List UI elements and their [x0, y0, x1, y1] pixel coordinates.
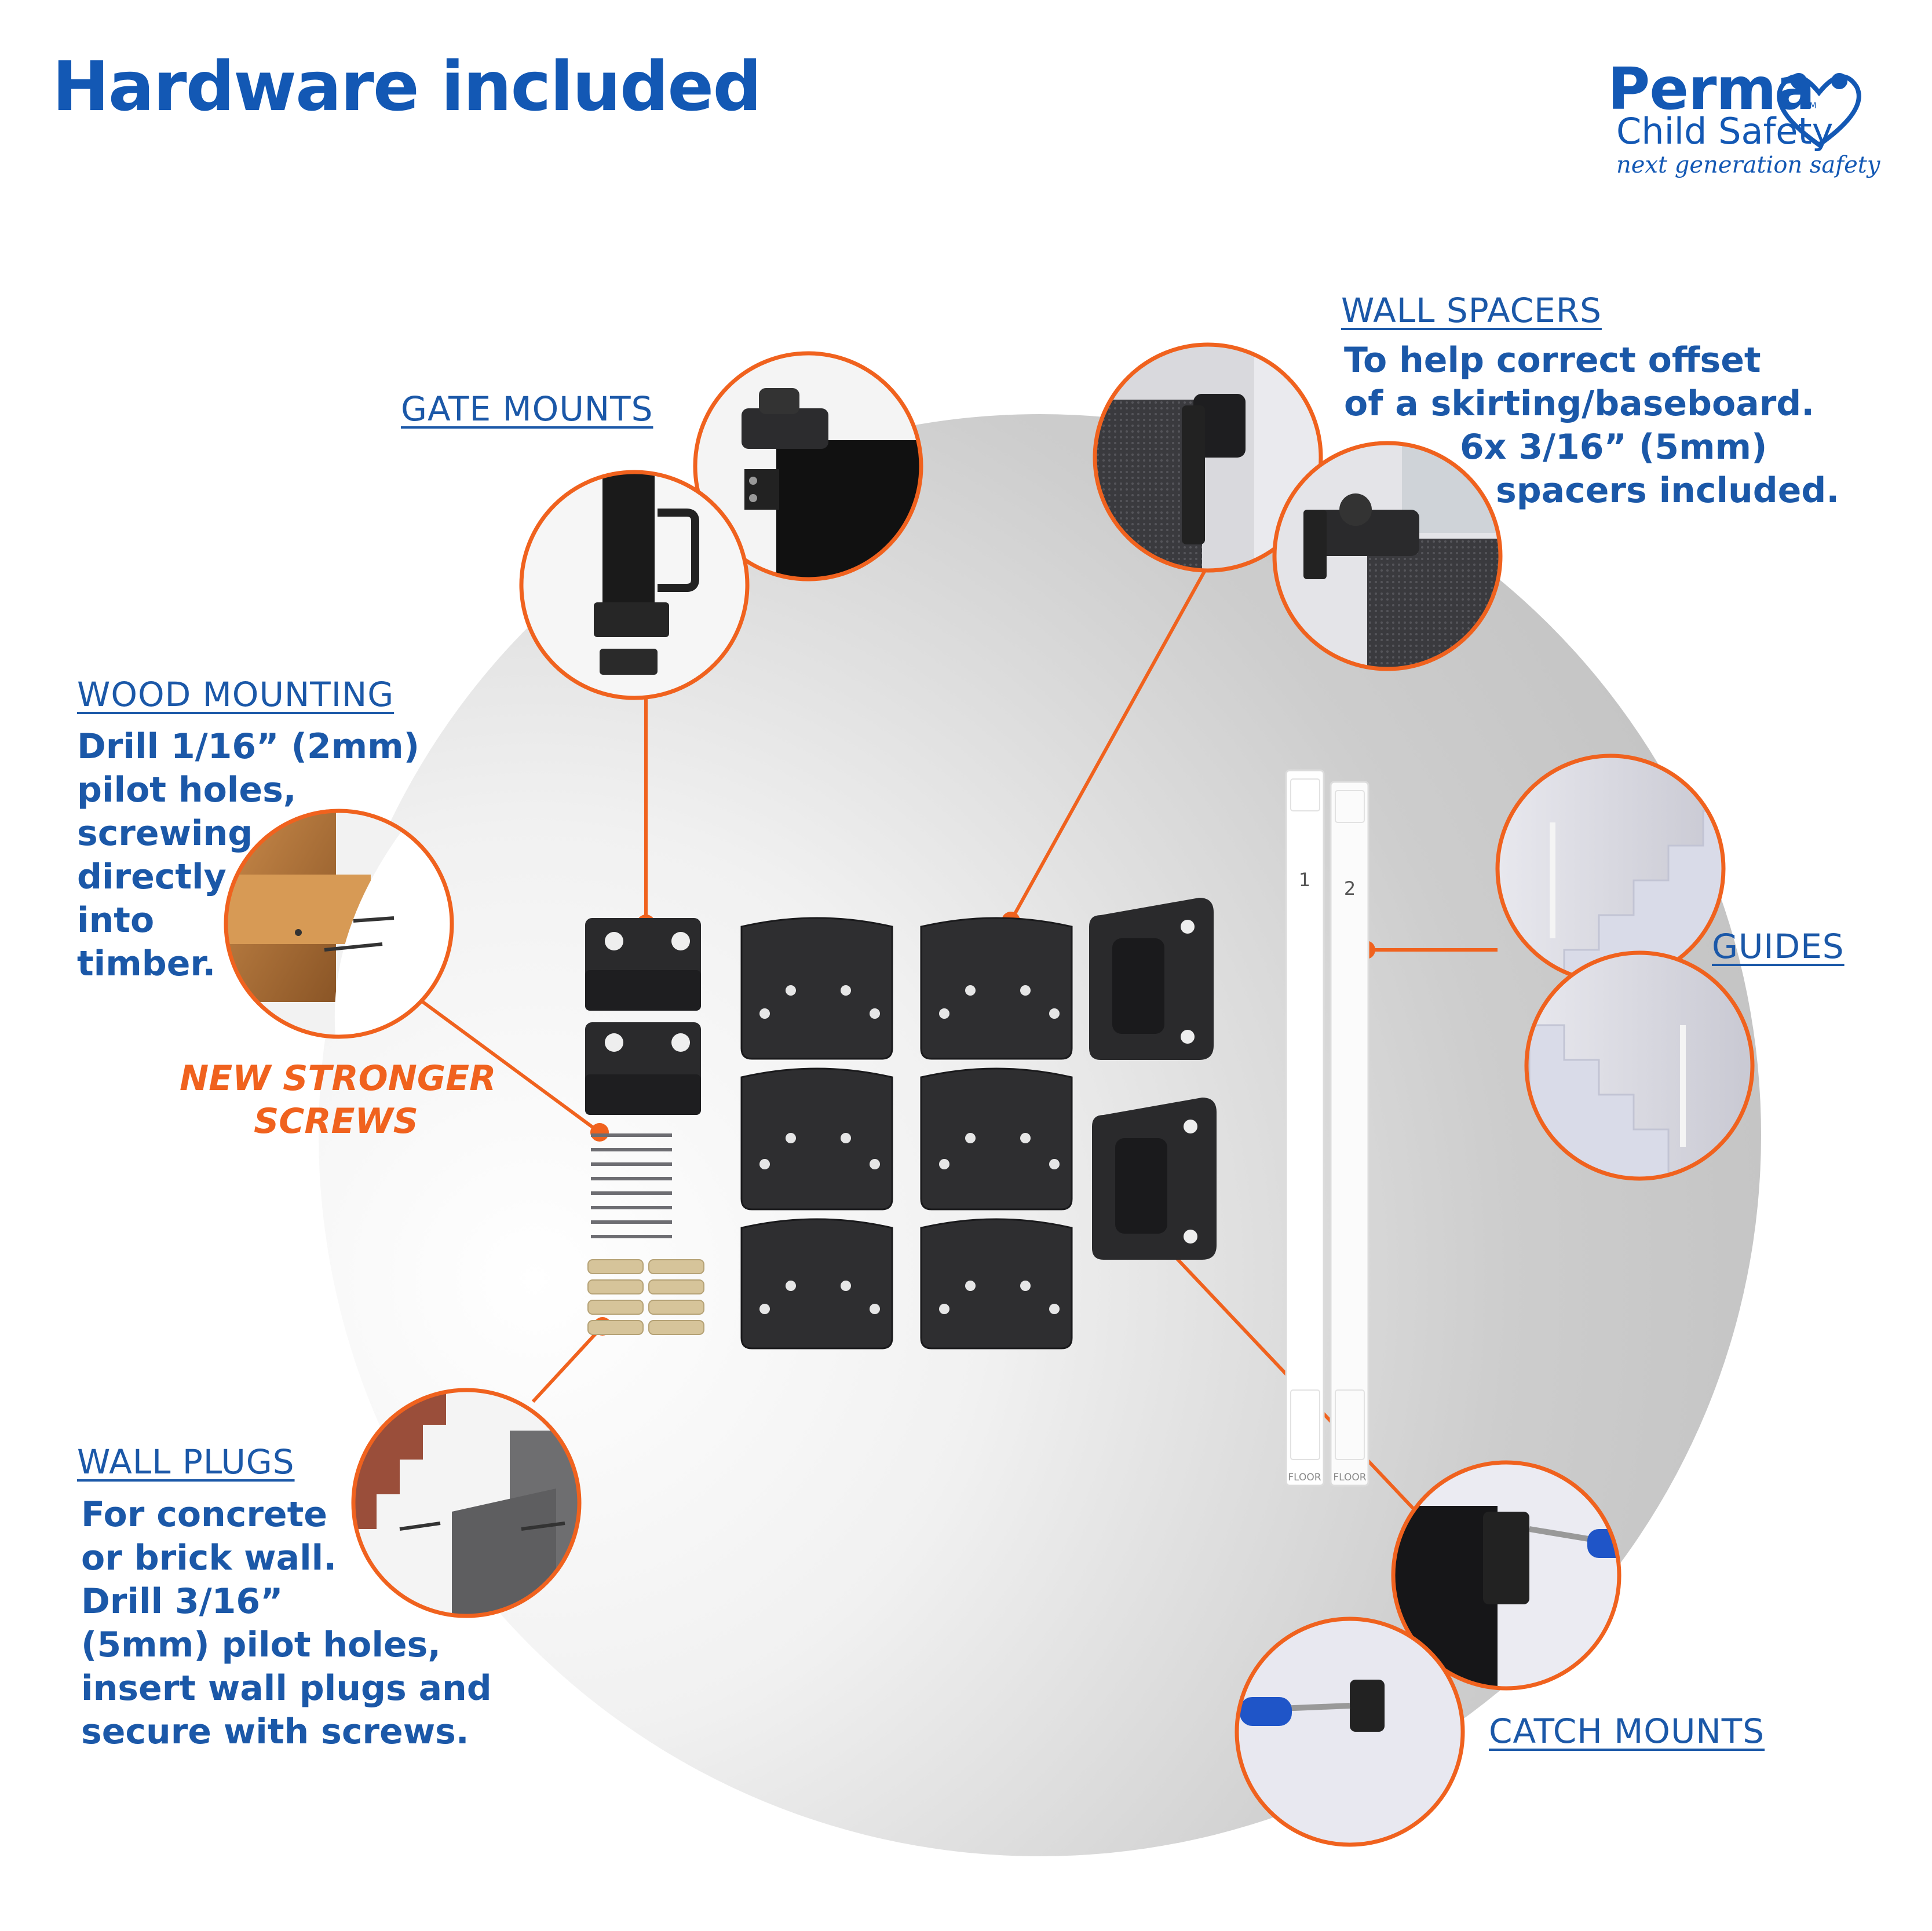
new-screws-callout: NEW STRONGER SCREWS — [180, 1057, 496, 1143]
catch-mounts-heading: CATCH MOUNTS — [1489, 1711, 1765, 1751]
wall-plugs — [587, 1259, 704, 1335]
wall-spacers-line-1: To help correct offset — [1344, 340, 1761, 381]
wall-plugs-line-6: secure with screws. — [81, 1711, 469, 1752]
guide-number-1: 1 — [1299, 869, 1310, 891]
gate-mount-photo-side — [519, 470, 750, 700]
wood-mounting-line-5: into — [77, 900, 155, 941]
gate-mounts-heading: GATE MOUNTS — [401, 389, 653, 429]
wall-plugs-line-5: insert wall plugs and — [81, 1668, 492, 1709]
new-screws-line-1: NEW STRONGER — [180, 1058, 496, 1099]
wood-mounting-line-2: pilot holes, — [77, 770, 297, 810]
leader-lines — [422, 569, 1498, 1511]
wall-spacers-description: To help correct offset of a skirting/bas… — [1344, 339, 1839, 513]
wall-spacers-line-4: spacers included. — [1496, 470, 1840, 511]
wood-mounting-heading: WOOD MOUNTING — [77, 675, 395, 714]
guides-photo-bottom — [1524, 950, 1755, 1181]
guide-floor-label-2: FLOOR — [1333, 1472, 1366, 1483]
perma-heart-logo-icon — [1777, 73, 1861, 148]
catch-mount-pieces — [1089, 898, 1217, 1260]
new-screws-line-2: SCREWS — [254, 1101, 418, 1142]
catch-mount-photo-bottom — [1235, 1617, 1465, 1847]
brand-subtitle: Child Safety — [1616, 110, 1834, 152]
guide-number-2: 2 — [1344, 877, 1356, 899]
wall-spacer-photo-bottom — [1272, 441, 1503, 671]
wall-plugs-heading: WALL PLUGS — [77, 1442, 295, 1482]
wood-mounting-line-3: screwing — [77, 813, 253, 854]
wall-spacers-line-3: 6x 3/16” (5mm) — [1460, 427, 1767, 467]
wall-plugs-line-2: or brick wall. — [81, 1538, 337, 1578]
brand-name: Perma — [1608, 55, 1815, 123]
page-title: Hardware included — [52, 46, 762, 126]
wall-plugs-line-4: (5mm) pilot holes, — [81, 1625, 441, 1665]
wall-plugs-description: For concrete or brick wall. Drill 3/16” … — [81, 1493, 492, 1754]
guide-strips — [1285, 769, 1369, 1487]
guides-heading: GUIDES — [1712, 927, 1845, 966]
wall-spacers-heading: WALL SPACERS — [1341, 291, 1602, 330]
wall-plugs-line-3: Drill 3/16” — [81, 1581, 283, 1622]
brand-tagline: next generation safety — [1616, 152, 1880, 178]
wall-spacers-line-2: of a skirting/baseboard. — [1344, 383, 1815, 424]
wood-mounting-line-4: directly — [77, 857, 227, 897]
wood-mounting-photo — [224, 809, 454, 1039]
wood-mounting-line-6: timber. — [77, 943, 216, 984]
wall-spacer-plates — [740, 917, 1073, 1349]
guide-floor-label-1: FLOOR — [1288, 1472, 1321, 1483]
wall-plugs-line-1: For concrete — [81, 1494, 327, 1535]
screws — [591, 1133, 672, 1238]
wood-mounting-description: Drill 1/16” (2mm) pilot holes, screwing … — [77, 725, 419, 986]
gate-mount-pieces — [585, 918, 701, 1115]
wood-mounting-line-1: Drill 1/16” (2mm) — [77, 726, 420, 767]
brand-logo: Perma — [1608, 55, 1815, 123]
trademark-mark: TM — [1805, 101, 1817, 111]
